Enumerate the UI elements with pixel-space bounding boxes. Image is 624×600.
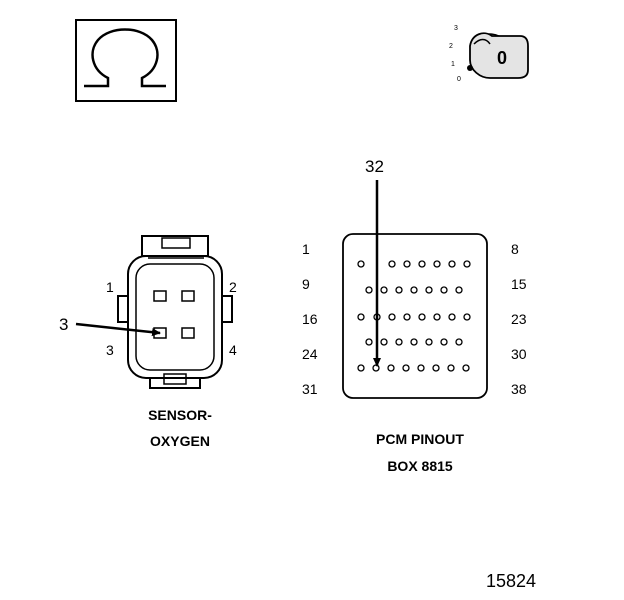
pcm-connector — [342, 233, 488, 399]
ignition-key-label: 0 — [497, 48, 508, 68]
pcm-pin-cavity — [463, 313, 471, 321]
pcm-pin-cavity — [417, 364, 425, 372]
pcm-row-label-left-1: 1 — [302, 241, 310, 257]
ignition-key-icon — [467, 32, 529, 79]
oxygen-sensor-connector — [117, 235, 233, 389]
pcm-pin-grid — [357, 260, 471, 372]
pcm-pin-cavity — [403, 313, 411, 321]
pcm-row-label-left-5: 31 — [302, 381, 318, 397]
pcm-row-label-right-5: 38 — [511, 381, 527, 397]
pcm-pin-cavity — [410, 338, 418, 346]
pcm-pin-cavity — [395, 286, 403, 294]
pcm-pin-cavity — [387, 364, 395, 372]
pcm-pin-cavity — [388, 313, 396, 321]
pcm-pin-cavity — [388, 260, 396, 268]
pcm-pin-cavity — [455, 338, 463, 346]
pcm-pin-cavity — [447, 364, 455, 372]
pcm-pin-cavity — [410, 286, 418, 294]
pcm-pin-cavity — [357, 313, 365, 321]
figure-number: 15824 — [486, 571, 537, 591]
pcm-pin-cavity — [448, 260, 456, 268]
pcm-pin-cavity — [418, 260, 426, 268]
sensor-pin-4-label: 4 — [229, 342, 237, 358]
pcm-row-label-right-1: 8 — [511, 241, 519, 257]
pcm-row-label-right-2: 15 — [511, 276, 527, 292]
pcm-row-label-right-3: 23 — [511, 311, 527, 327]
pcm-pin-cavity — [455, 286, 463, 294]
sensor-caption-line2: OXYGEN — [150, 433, 210, 449]
sensor-pin-1-label: 1 — [106, 279, 114, 295]
pcm-test-pin-label: 32 — [365, 157, 384, 176]
pcm-pin-cavity — [418, 313, 426, 321]
pcm-pin-cavity — [357, 260, 365, 268]
pcm-row-label-left-2: 9 — [302, 276, 310, 292]
pcm-pin-cavity — [403, 260, 411, 268]
ohmmeter-icon — [75, 19, 177, 102]
pcm-pin-cavity — [395, 338, 403, 346]
pcm-row-label-left-4: 24 — [302, 346, 318, 362]
pcm-row-label-right-4: 30 — [511, 346, 527, 362]
sensor-caption-line1: SENSOR- — [148, 407, 212, 423]
sensor-test-pin-label: 3 — [59, 315, 69, 334]
pcm-pin-cavity — [425, 286, 433, 294]
sensor-test-lead-arrow — [75, 322, 161, 337]
pcm-pin-cavity — [432, 364, 440, 372]
pcm-pin-cavity — [440, 286, 448, 294]
ignition-position-2: 2 — [449, 43, 453, 50]
pcm-pin-cavity — [380, 286, 388, 294]
pcm-pin-cavity — [463, 260, 471, 268]
pcm-pin-cavity — [365, 338, 373, 346]
pcm-row-label-left-3: 16 — [302, 311, 318, 327]
pcm-caption-line1: PCM PINOUT — [376, 431, 464, 447]
pcm-pin-cavity — [365, 286, 373, 294]
ignition-position-3: 3 — [454, 25, 458, 32]
ignition-position-0: 0 — [457, 76, 461, 83]
pcm-pin-cavity — [425, 338, 433, 346]
sensor-pin-2-label: 2 — [229, 279, 237, 295]
sensor-pin-3-label: 3 — [106, 342, 114, 358]
pcm-caption-line2: BOX 8815 — [387, 458, 453, 474]
pcm-pin-cavity — [433, 313, 441, 321]
pcm-pin-cavity — [380, 338, 388, 346]
ignition-position-1: 1 — [451, 61, 455, 68]
pcm-pin-cavity — [448, 313, 456, 321]
pcm-pin-cavity — [462, 364, 470, 372]
pcm-pin-cavity — [440, 338, 448, 346]
pcm-pin-cavity — [357, 364, 365, 372]
pcm-pin-cavity — [402, 364, 410, 372]
pcm-pin-cavity — [433, 260, 441, 268]
